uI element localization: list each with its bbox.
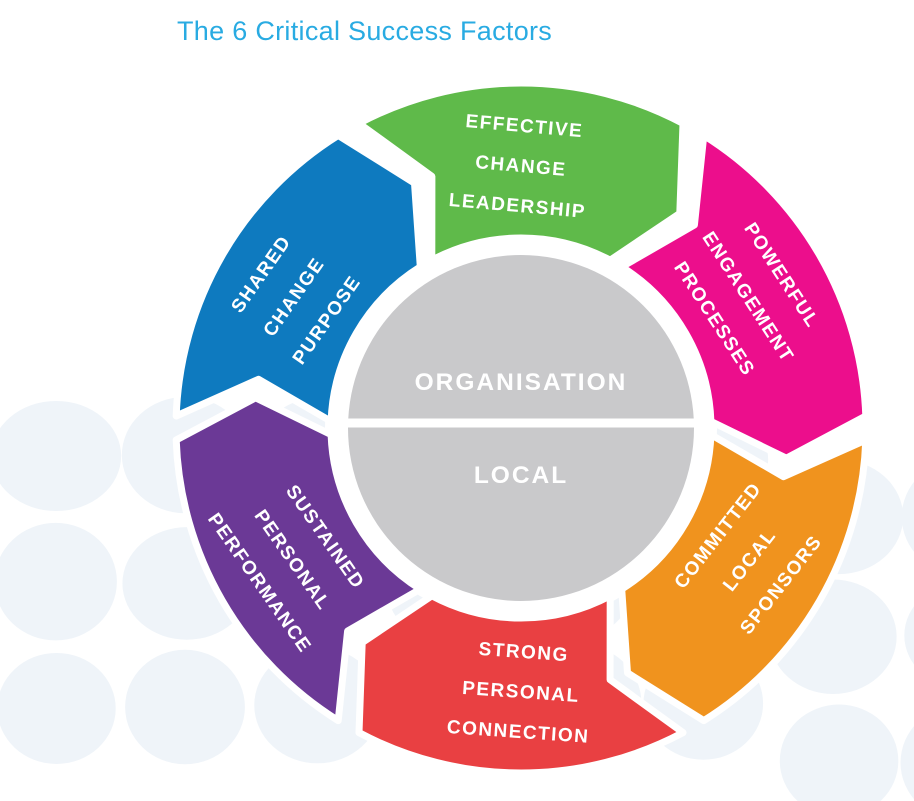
hub-bottom-label: LOCAL — [474, 462, 568, 489]
segment-effective-change-leadership — [355, 79, 687, 264]
segment-powerful-engagement-processes — [618, 131, 870, 462]
background-blob — [900, 726, 914, 800]
background-blob — [0, 652, 116, 764]
background-blob — [125, 649, 245, 765]
ring-segments: EFFECTIVECHANGELEADERSHIPPOWERFULENGAGEM… — [172, 79, 870, 777]
background-blob — [904, 606, 914, 665]
background-blob — [901, 481, 914, 552]
hub-top-label: ORGANISATION — [415, 369, 628, 396]
page-title: The 6 Critical Success Factors — [177, 16, 553, 46]
segment-committed-local-sponsors — [618, 431, 870, 725]
background-blob — [0, 400, 122, 512]
segment-strong-personal-connection — [355, 592, 687, 777]
hub-circle — [348, 255, 694, 601]
hub-divider-line — [336, 418, 706, 428]
background-blob — [0, 522, 117, 641]
segment-shared-change-purpose — [172, 131, 424, 425]
segment-sustained-personal-performance — [172, 394, 424, 725]
background-blob — [779, 704, 899, 801]
